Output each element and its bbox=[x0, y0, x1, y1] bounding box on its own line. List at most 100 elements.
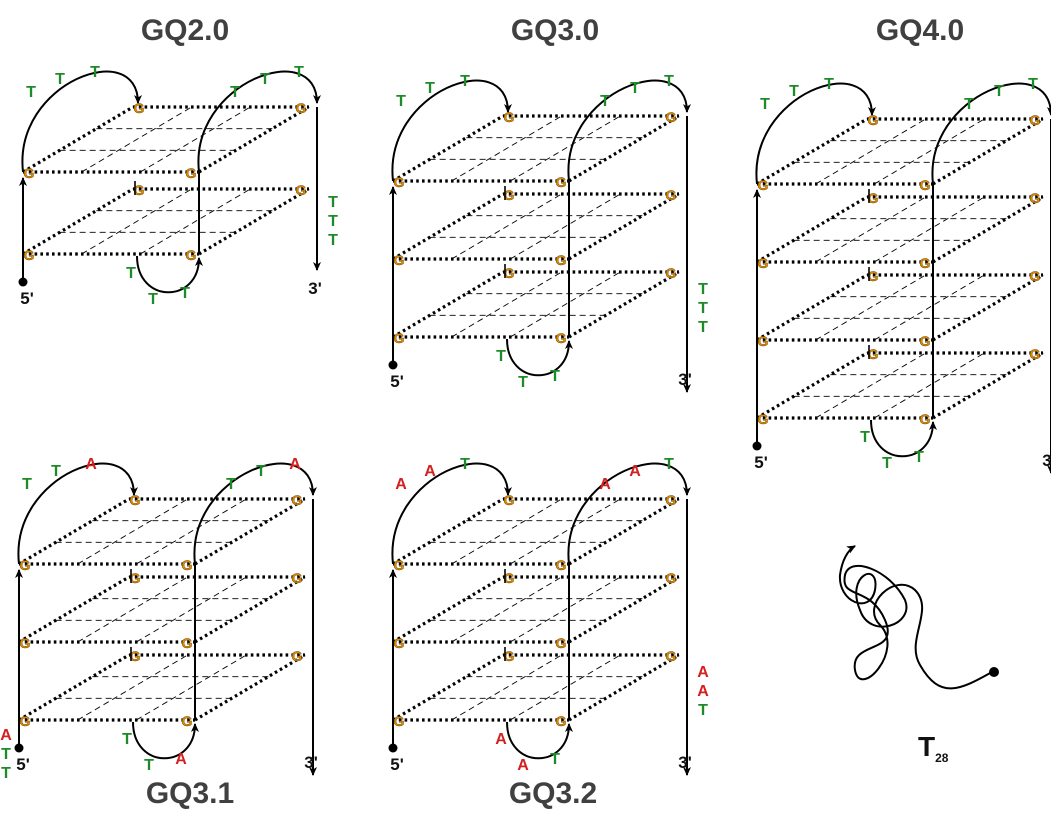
three-prime-tail-nucleotide: T bbox=[328, 194, 338, 211]
loop-one-nucleotide: T bbox=[26, 84, 36, 101]
guanine-label: G bbox=[504, 492, 515, 508]
hoogsteen-bond bbox=[568, 653, 680, 722]
loop-three-nucleotide: A bbox=[599, 476, 611, 493]
loop-two-nucleotide: T bbox=[914, 449, 924, 466]
hoogsteen-bond bbox=[932, 117, 1044, 186]
three-prime-tail-nucleotide: A bbox=[697, 683, 709, 700]
coil-end-dot bbox=[989, 667, 999, 677]
five-prime-end-dot bbox=[388, 360, 398, 370]
guanine-label: G bbox=[504, 570, 515, 586]
guanine-label: G bbox=[182, 635, 193, 651]
loop-two-nucleotide: T bbox=[550, 751, 560, 768]
loop-two-nucleotide: T bbox=[144, 757, 154, 774]
tetrad-grid-line bbox=[815, 274, 926, 341]
five-prime-tail-nucleotide: T bbox=[1, 746, 11, 763]
loop-one-strand bbox=[391, 462, 512, 565]
guanine-label: G bbox=[504, 109, 515, 125]
loop-two-nucleotide: T bbox=[882, 455, 892, 472]
loop-one-strand bbox=[391, 79, 512, 182]
gq4-0-title: GQ4.0 bbox=[876, 14, 964, 47]
loop-three-nucleotide: T bbox=[630, 80, 640, 97]
guanine-label: G bbox=[666, 109, 677, 125]
guanine-label: G bbox=[556, 174, 567, 190]
loop-two-nucleotide: T bbox=[180, 285, 190, 302]
loop-three-strand bbox=[193, 462, 317, 565]
tetrad-grid-line bbox=[510, 193, 621, 260]
loop-three-nucleotide: T bbox=[256, 463, 266, 480]
loop-two-nucleotide: T bbox=[126, 265, 136, 282]
loop-one-nucleotide: A bbox=[85, 456, 97, 473]
gq4-0-structure: GQ4.0GGGGGGGGGGGGGGGGTTTTTTTTTTTT5'3' bbox=[752, 14, 1051, 474]
tetrad-grid-line bbox=[140, 188, 251, 255]
guanine-label: G bbox=[20, 713, 31, 729]
guanine-label: G bbox=[504, 265, 515, 281]
guanine-label: G bbox=[134, 182, 145, 198]
hoogsteen-bond bbox=[392, 575, 504, 644]
guanine-label: G bbox=[394, 713, 405, 729]
loop-three-nucleotide: T bbox=[294, 64, 304, 81]
hoogsteen-bond bbox=[568, 497, 680, 566]
guanine-label: G bbox=[182, 557, 193, 573]
five-prime-label: 5' bbox=[390, 755, 404, 774]
hoogsteen-bond bbox=[756, 273, 868, 342]
tetrad-grid-line bbox=[136, 498, 247, 565]
guanine-label: G bbox=[1030, 268, 1041, 284]
tetrad-grid-line bbox=[510, 654, 621, 721]
loop-two-nucleotide: T bbox=[860, 429, 870, 446]
tetrad-grid-line bbox=[77, 576, 188, 643]
three-prime-tail-nucleotide: T bbox=[698, 702, 708, 719]
hoogsteen-bond bbox=[568, 575, 680, 644]
guanine-label: G bbox=[556, 330, 567, 346]
loop-three-strand bbox=[197, 70, 321, 173]
loop-two-nucleotide: T bbox=[122, 731, 132, 748]
guanine-label: G bbox=[134, 100, 145, 116]
tetrad-grid-line bbox=[874, 196, 985, 263]
loop-three-nucleotide: T bbox=[230, 84, 240, 101]
guanine-label: G bbox=[130, 492, 141, 508]
guanine-label: G bbox=[186, 165, 197, 181]
five-prime-end-dot bbox=[18, 277, 28, 287]
guanine-label: G bbox=[666, 570, 677, 586]
guanine-label: G bbox=[1030, 190, 1041, 206]
loop-one-nucleotide: T bbox=[460, 73, 470, 90]
loop-two-strand bbox=[870, 419, 937, 458]
guanine-label: G bbox=[868, 190, 879, 206]
hoogsteen-bond bbox=[22, 105, 134, 174]
guanine-label: G bbox=[920, 411, 931, 427]
tetrad-grid-line bbox=[510, 576, 621, 643]
hoogsteen-bond bbox=[932, 273, 1044, 342]
guanine-label: G bbox=[1030, 346, 1041, 362]
loop-two-nucleotide: T bbox=[518, 374, 528, 391]
guanine-label: G bbox=[556, 635, 567, 651]
loop-three-strand bbox=[567, 79, 691, 182]
loop-two-strand bbox=[506, 721, 573, 760]
tetrad-grid-line bbox=[815, 352, 926, 419]
loop-one-nucleotide: T bbox=[51, 463, 61, 480]
loop-two-nucleotide: A bbox=[517, 757, 529, 774]
guanine-label: G bbox=[186, 247, 197, 263]
loop-three-nucleotide: T bbox=[664, 456, 674, 473]
tetrad-grid-line bbox=[815, 196, 926, 263]
tetrad-grid-line bbox=[874, 352, 985, 419]
loop-three-nucleotide: T bbox=[1028, 76, 1038, 93]
guanine-label: G bbox=[920, 255, 931, 271]
loop-one-nucleotide: T bbox=[90, 64, 100, 81]
tetrad-grid-line bbox=[136, 576, 247, 643]
guanine-label: G bbox=[292, 492, 303, 508]
loop-one-strand bbox=[21, 70, 142, 173]
coil-label-subscript: 28 bbox=[935, 751, 949, 765]
loop-one-nucleotide: T bbox=[824, 76, 834, 93]
tetrad-grid-line bbox=[874, 118, 985, 185]
loop-two-nucleotide: A bbox=[495, 731, 507, 748]
hoogsteen-bond bbox=[198, 105, 310, 174]
guanine-label: G bbox=[868, 346, 879, 362]
five-prime-end-dot bbox=[14, 743, 24, 753]
five-prime-label: 5' bbox=[754, 453, 768, 472]
